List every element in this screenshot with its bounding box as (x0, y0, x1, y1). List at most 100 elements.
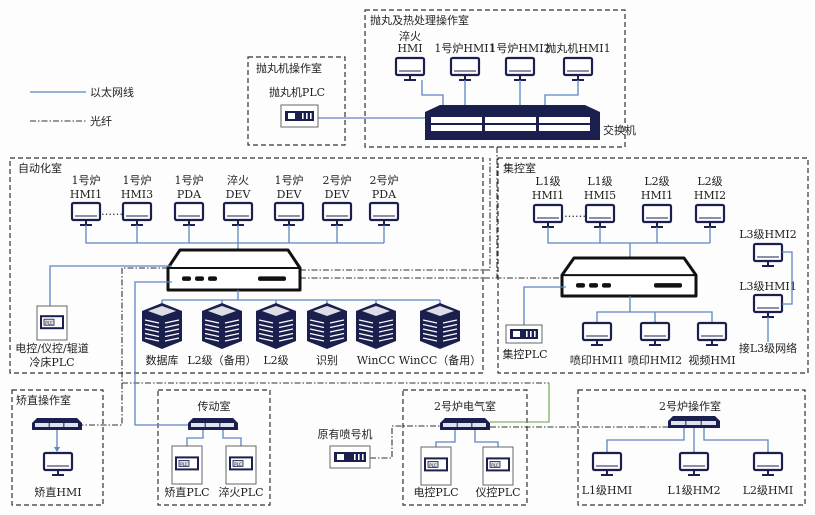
server-slot (144, 332, 160, 338)
switch-led (208, 276, 217, 281)
plc-icon: PLC (420, 446, 452, 486)
server-icon (307, 303, 347, 349)
plc-tag-text: PLC (234, 462, 242, 467)
monitor-icon (591, 451, 623, 476)
server-slot (422, 323, 438, 329)
hmi-label-line1: 2号炉 (323, 174, 352, 187)
hmi-label-line2: HMI5 (584, 189, 616, 202)
io-led (526, 331, 528, 337)
switch-port (472, 423, 486, 427)
server-slot (224, 328, 240, 333)
monitor-screen (581, 321, 613, 342)
server-icon (202, 303, 242, 349)
room-drive-title: 传动室 (198, 399, 231, 413)
server-slot (144, 323, 160, 329)
switch-port (539, 125, 590, 131)
switch-port (443, 423, 457, 427)
monitor-screen (696, 321, 728, 342)
server-slot (144, 319, 160, 324)
hmi-label-line1: 1号炉 (175, 174, 204, 187)
hmi-label: 喷印HMI1 (570, 354, 624, 367)
switch-port (191, 423, 205, 427)
server-slot (278, 328, 294, 333)
hmi-label-line1: L2级 (644, 175, 669, 188)
monitor-icon (321, 201, 353, 226)
hmi-label-line2: DEV (226, 188, 252, 201)
hmi-label-line2: HMI3 (121, 188, 153, 201)
monitor-icon (368, 201, 400, 226)
io-port (513, 331, 520, 337)
straightening-hmi-label: 矫直HMI (34, 485, 81, 499)
server-slot (378, 319, 394, 324)
room-shot-heat-op-title: 抛丸及热处理操作室 (370, 13, 469, 27)
switch-body (166, 248, 302, 292)
server-top (313, 306, 341, 316)
hmi-label-line2: HMI1 (70, 188, 102, 201)
instrument-plc-label: 仪控PLC (475, 485, 520, 499)
legend-ethernet-label: 以太网线 (90, 85, 134, 99)
central-plc-icon (505, 324, 543, 344)
monitor-icon (532, 203, 564, 228)
server-slot (224, 319, 240, 324)
switch-port (485, 117, 536, 123)
straightening-switch-icon (32, 418, 82, 430)
monitor-screen (752, 293, 784, 314)
server-slot (164, 337, 180, 342)
monitor-icon (696, 321, 728, 346)
cable (222, 430, 242, 446)
server-slot (329, 332, 345, 338)
fiber-to-furnace2-electrical (490, 383, 550, 423)
hmi-label-line1: L2级 (697, 175, 722, 188)
server-slot (144, 337, 160, 342)
switch-port (35, 423, 49, 427)
io-led (362, 454, 364, 460)
server-slot (358, 319, 374, 324)
server-slot (258, 323, 274, 329)
monitor-screen (449, 56, 481, 77)
straightening-plc-label: 矫直PLC (164, 485, 209, 499)
hmi-label: 1号炉HMI1 (434, 42, 495, 55)
switch-port (205, 423, 220, 427)
monitor-icon (173, 201, 205, 226)
cable (186, 430, 204, 446)
quench-plc-label: 淬火PLC (218, 485, 263, 499)
server-slot (309, 319, 325, 324)
switch-port (686, 421, 701, 425)
monitor-icon (449, 56, 481, 81)
room-straightening-op-boundary (11, 389, 104, 506)
hmi-label: 视频HMI (688, 353, 735, 367)
server-slot (164, 323, 180, 329)
l3-network-label: 接L3级网络 (739, 341, 797, 355)
cable (547, 227, 710, 244)
server-label: L2级 (263, 354, 288, 367)
monitor-screen (752, 242, 784, 263)
hmi-label-line1: L1级 (535, 175, 560, 188)
switch-port (64, 423, 78, 427)
monitor-icon (70, 201, 102, 226)
switch-led (195, 276, 204, 281)
cable (782, 251, 793, 305)
plc-tag (489, 460, 501, 468)
server-slot (278, 323, 294, 329)
server-slot (309, 337, 325, 342)
core-switch-label: 交换机 (603, 123, 636, 137)
server-slot (422, 328, 438, 333)
switch-led (589, 283, 598, 288)
monitor-icon (641, 203, 673, 228)
l3-hmi2-label: L3级HMI2 (739, 228, 797, 241)
server-slot (358, 337, 374, 342)
server-slot (309, 332, 325, 338)
hmi-label: L1级HMI (582, 484, 633, 497)
switch-port (457, 423, 472, 427)
server-slot (442, 332, 458, 338)
monitor-icon (273, 201, 305, 226)
monitor-screen (273, 201, 305, 222)
server-slot (422, 332, 438, 338)
monitor-screen (532, 203, 564, 224)
monitor-screen (394, 56, 426, 77)
server-slot (258, 337, 274, 342)
monitor-icon (222, 201, 254, 226)
server-body (356, 303, 396, 349)
monitor-screen (694, 203, 726, 224)
